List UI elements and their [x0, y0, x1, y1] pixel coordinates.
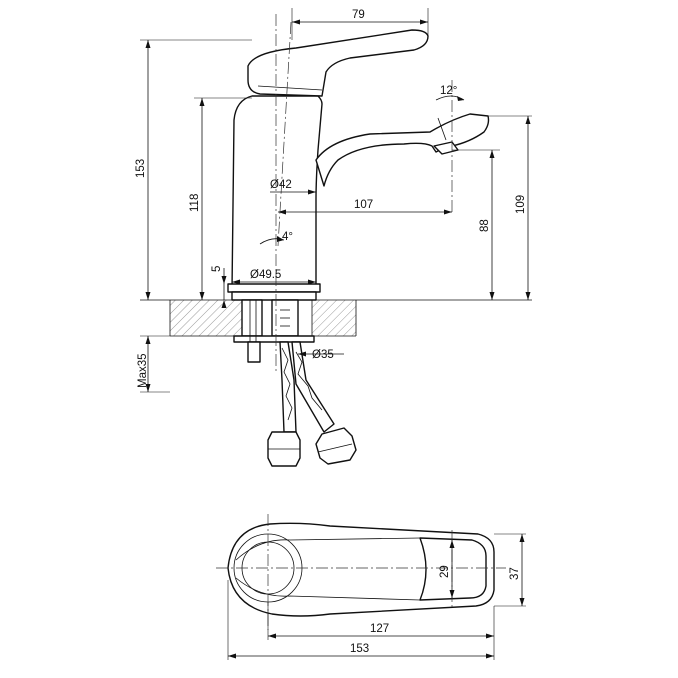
faucet-lever	[247, 29, 429, 97]
faucet-base	[227, 283, 321, 301]
dimension-labels: 79 12° 153 118 Ø42 107 88 109 4° 5 Ø49.5…	[135, 9, 527, 388]
dim-hole-diameter: Ø35	[312, 349, 334, 361]
extension-lines	[140, 8, 532, 393]
top-view	[216, 514, 506, 630]
dim-spout-reach: 107	[354, 199, 373, 211]
dim-body-diameter: Ø42	[270, 179, 292, 191]
centerlines	[275, 14, 453, 374]
dim-spout-angle: 12°	[440, 85, 457, 97]
dim-lever-reach: 79	[352, 9, 365, 21]
supply-hoses	[267, 341, 357, 467]
dim-max-counter: Max35	[137, 353, 149, 388]
dim-tilt-angle: 4°	[282, 231, 293, 243]
dim-outlet-height: 88	[479, 219, 491, 232]
dim-base-thickness: 5	[211, 266, 223, 272]
dimension-lines	[145, 19, 531, 392]
dim-base-diameter: Ø49.5	[250, 269, 281, 281]
countertop	[140, 299, 532, 337]
dim-total-height: 153	[135, 159, 147, 178]
dim-body-height: 118	[189, 194, 201, 212]
dim-top-total-length: 153	[350, 643, 369, 655]
faucet-body	[231, 95, 490, 291]
dim-spout-top-height: 109	[515, 195, 527, 214]
dim-top-width: 37	[509, 567, 521, 580]
dim-top-spout-length: 127	[370, 623, 389, 635]
top-view-dimensions: 37 29 127 153	[227, 533, 526, 660]
dim-spout-width: 29	[439, 565, 451, 578]
